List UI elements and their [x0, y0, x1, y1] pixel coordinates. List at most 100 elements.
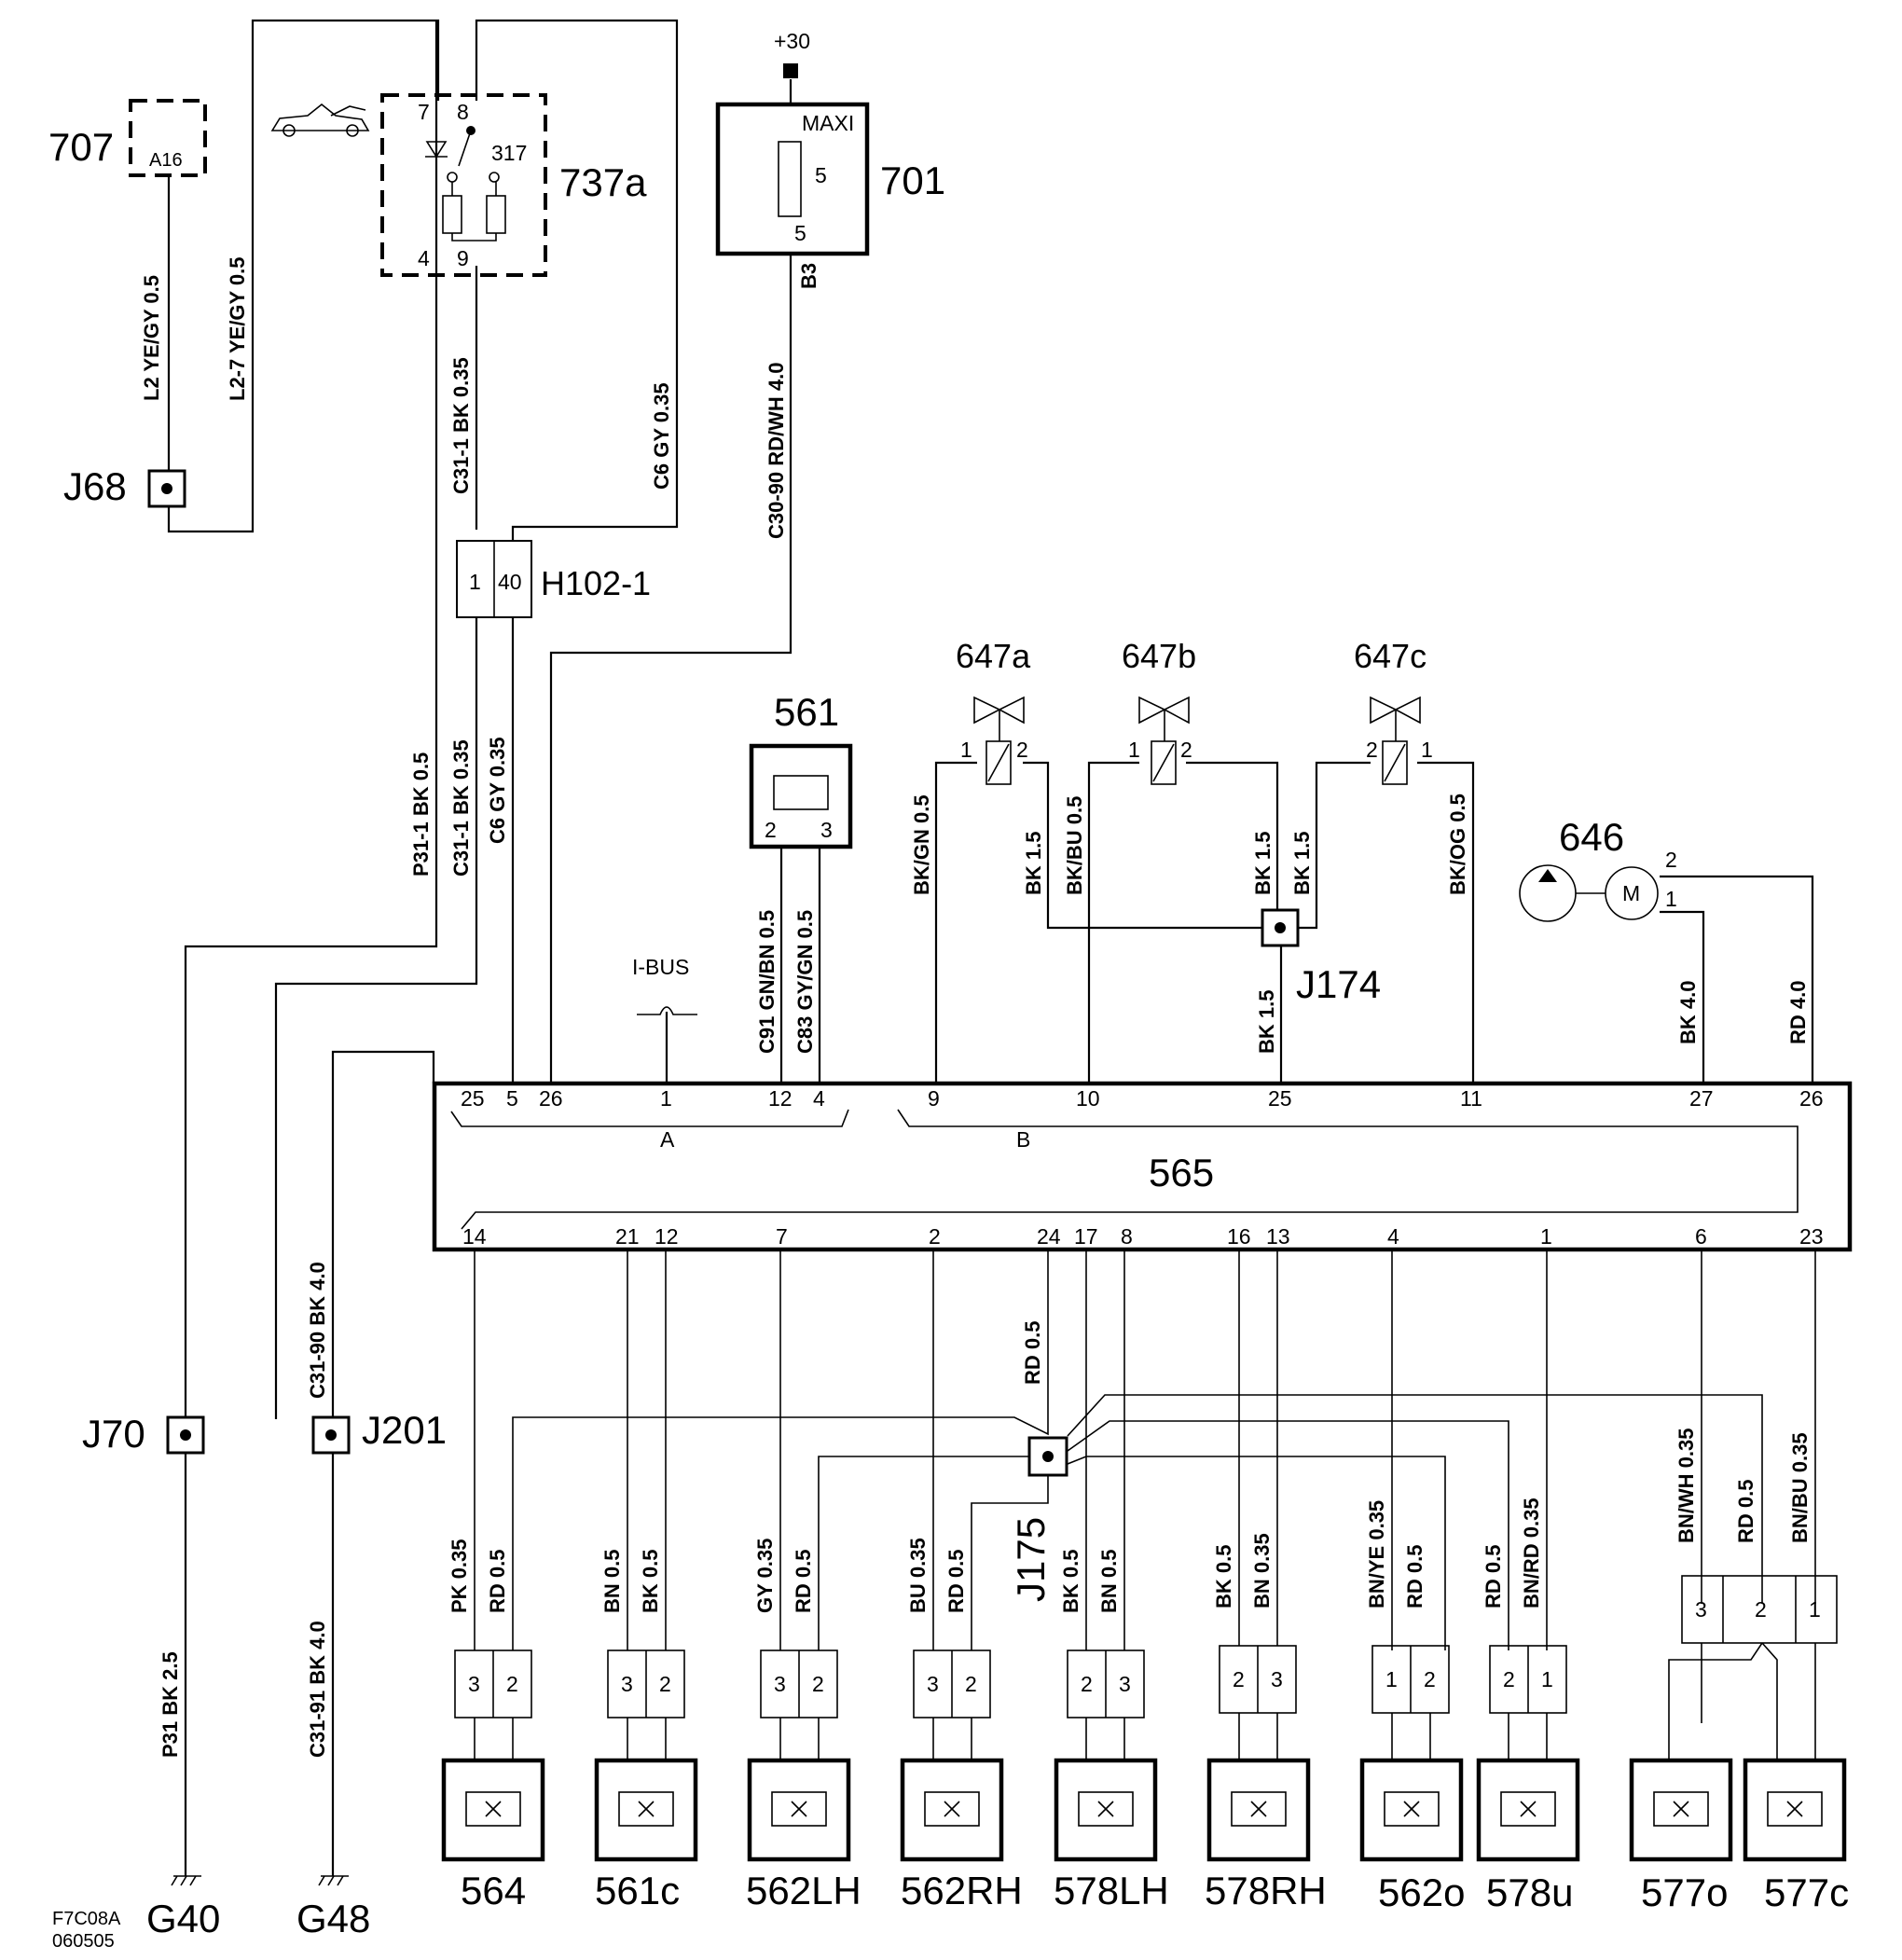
- sensor-578u: [1476, 1758, 1580, 1862]
- switch-internals: [425, 126, 506, 242]
- sensor-562lh: [747, 1758, 851, 1862]
- wire-label: C31-1 BK 0.35: [449, 357, 473, 494]
- wire-647a-pin1: [934, 761, 977, 1084]
- wire-p31-1: [184, 21, 438, 1417]
- label-ibus: I-BUS: [632, 955, 689, 979]
- wire-label: C31-1 BK 0.35: [449, 739, 473, 876]
- convertible-car-icon: [270, 103, 370, 137]
- wire-label: RD 0.5: [792, 1550, 815, 1613]
- sensor-561: [749, 743, 853, 849]
- pin-7: 7: [418, 100, 430, 124]
- sensor-561c: [594, 1758, 698, 1862]
- pin: 3: [1119, 1672, 1131, 1696]
- connector-564-block: [454, 1649, 532, 1718]
- sensor-icon: [773, 775, 829, 810]
- junction-dot: [180, 1429, 191, 1441]
- pin-9: 9: [457, 246, 469, 270]
- label-647a: 647a: [956, 637, 1031, 675]
- motor-icon: [1605, 866, 1659, 920]
- wire-label: C31-90 BK 4.0: [306, 1262, 329, 1399]
- valve-647b: [1138, 696, 1190, 785]
- pin-bottom: 23: [1799, 1224, 1824, 1249]
- wire-label: BK 1.5: [1255, 990, 1278, 1054]
- pin-646-1: 1: [1665, 887, 1677, 911]
- pin: 3: [774, 1672, 786, 1696]
- sensor-578lh: [1054, 1758, 1158, 1862]
- wire-c31-1-lower: [274, 617, 478, 1419]
- connector-577-block: [1681, 1575, 1838, 1644]
- pin-bottom: 8: [1121, 1224, 1133, 1249]
- label-j68: J68: [63, 464, 127, 508]
- pin-647b-2: 2: [1180, 738, 1192, 762]
- pin-647a-1: 1: [960, 738, 972, 762]
- label-578lh: 578LH: [1054, 1869, 1169, 1912]
- connector-562rh-block: [913, 1649, 991, 1718]
- wire-label: RD 4.0: [1786, 981, 1810, 1044]
- pin-647a-2: 2: [1016, 738, 1028, 762]
- connector-562o-block: [1371, 1645, 1450, 1714]
- pin-top: 9: [928, 1086, 940, 1111]
- label-707: 707: [48, 125, 114, 169]
- pin: 3: [621, 1672, 633, 1696]
- wire-label: C31-91 BK 4.0: [306, 1621, 329, 1758]
- wire-646-pin2: [1660, 875, 1814, 1084]
- pin-top: 26: [539, 1086, 563, 1111]
- wire-label: BU 0.35: [906, 1538, 930, 1613]
- pin-bottom: 17: [1074, 1224, 1098, 1249]
- wire-label: GY 0.35: [753, 1539, 777, 1613]
- supply-terminal: [783, 63, 798, 78]
- label-577c: 577c: [1764, 1870, 1849, 1914]
- sensor-578rh: [1206, 1758, 1311, 1862]
- pin-top: 10: [1076, 1086, 1100, 1111]
- wire-label: PK 0.35: [448, 1539, 471, 1614]
- wire-647b-pin1: [1087, 761, 1139, 1084]
- pin-bottom: 16: [1227, 1224, 1251, 1249]
- pin-top: 25: [461, 1086, 485, 1111]
- pin-8: 8: [457, 100, 469, 124]
- pin-561-2: 2: [765, 818, 777, 842]
- sensor-564: [441, 1758, 545, 1862]
- connector-578u-block: [1489, 1645, 1567, 1714]
- wire-label: RD 0.5: [1021, 1321, 1044, 1385]
- label-j70: J70: [82, 1412, 145, 1456]
- connector-562lh-block: [760, 1649, 838, 1718]
- wire-label: BK 0.5: [1059, 1550, 1082, 1613]
- wire-label: BK/OG 0.5: [1446, 794, 1469, 895]
- section-a-label: A: [660, 1127, 675, 1152]
- fuse-box-701: [715, 102, 870, 256]
- fuse-icon: [778, 141, 802, 217]
- valve-647c: [1370, 696, 1421, 785]
- footer-code: F7C08A: [52, 1909, 121, 1929]
- wire-label: BN 0.5: [600, 1550, 624, 1613]
- wire-label: L2-7 YE/GY 0.5: [226, 257, 249, 402]
- label-j201: J201: [362, 1408, 447, 1452]
- label-561: 561: [774, 690, 839, 734]
- pin-bottom: 2: [929, 1224, 941, 1249]
- wire-label: BN 0.5: [1097, 1550, 1121, 1613]
- wire-label: BK/BU 0.5: [1063, 796, 1086, 895]
- label-647b: 647b: [1122, 637, 1196, 675]
- junction-dot: [161, 483, 172, 494]
- label-646: 646: [1559, 815, 1624, 859]
- junction-dot: [1275, 922, 1286, 933]
- pin: 2: [1081, 1672, 1093, 1696]
- label-564: 564: [461, 1869, 526, 1912]
- label-j175: J175: [1009, 1517, 1053, 1602]
- supply-label: +30: [774, 29, 810, 53]
- label-562rh: 562RH: [901, 1869, 1023, 1912]
- control-module-565: [432, 1081, 1853, 1252]
- pin-top: 27: [1689, 1086, 1714, 1111]
- ground-g48-icon: [318, 1875, 349, 1886]
- pump-icon: [1519, 864, 1606, 922]
- pin: 2: [1755, 1597, 1767, 1622]
- section-a-bracket: [450, 1109, 849, 1127]
- label-561c: 561c: [595, 1869, 680, 1912]
- switch-737a: [380, 93, 547, 277]
- pin-h102-1: 1: [469, 570, 481, 594]
- section-b-bracket: [461, 1109, 1799, 1230]
- pin-317: 317: [491, 141, 527, 165]
- label-j174: J174: [1296, 962, 1381, 1006]
- pin-top: 1: [660, 1086, 672, 1111]
- wire-label: RD 0.5: [1482, 1545, 1505, 1608]
- pin: 2: [812, 1672, 824, 1696]
